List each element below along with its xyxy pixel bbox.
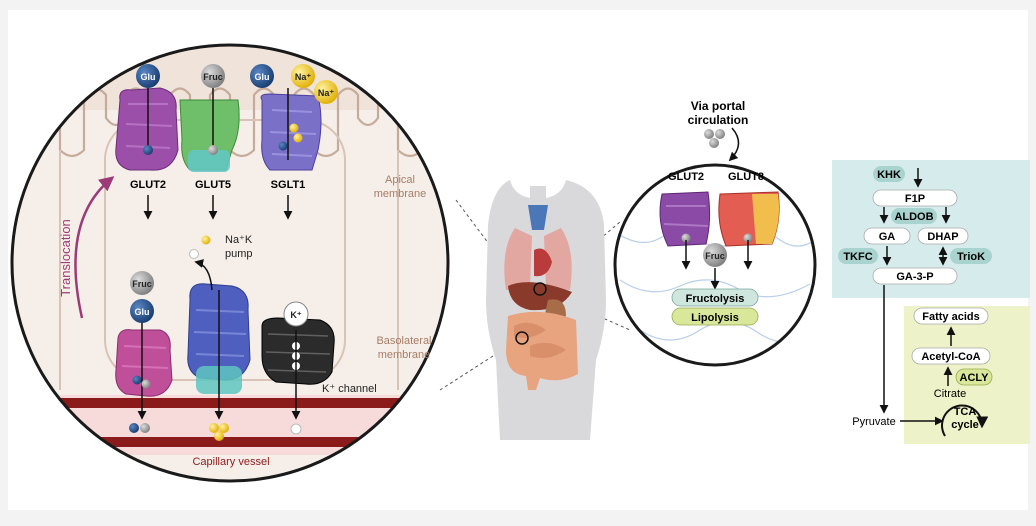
- sglt1-label: SGLT1: [271, 179, 306, 191]
- svg-text:Lipolysis: Lipolysis: [691, 312, 739, 324]
- fruc-molecule-1: Fruc: [201, 64, 225, 88]
- portal-label-1: Via portal: [691, 99, 745, 113]
- glut5-label: GLUT5: [195, 179, 231, 191]
- capillary-label: Capillary vessel: [192, 456, 269, 468]
- fatty-acids-node: Fatty acids: [913, 307, 989, 325]
- svg-text:K⁺: K⁺: [290, 310, 301, 320]
- blood-na-dot-1: [209, 423, 219, 433]
- glut2-apical-transporter: GLUT2: [115, 87, 179, 220]
- svg-text:Fructolysis: Fructolysis: [686, 293, 745, 305]
- human-body: [486, 180, 606, 440]
- svg-text:TKFC: TKFC: [843, 251, 872, 263]
- svg-text:KHK: KHK: [877, 169, 901, 181]
- fructolysis-pathway-panel: KHK F1P ALDOB GA DHAP TKFC TrioK: [832, 160, 1030, 414]
- liver-fruc-molecule: Fruc: [703, 243, 727, 267]
- svg-text:Glu: Glu: [135, 307, 150, 317]
- liver-glut8-label: GLUT8: [728, 171, 764, 183]
- na-molecule-2: Na⁺: [314, 80, 338, 104]
- triok-enzyme: TrioK: [950, 248, 992, 264]
- apical-label-1: Apical: [385, 174, 415, 186]
- na-k-pump: [187, 259, 251, 420]
- svg-text:F1P: F1P: [905, 193, 925, 205]
- pump-k-dot: [189, 249, 199, 259]
- pump-na-dot: [201, 235, 211, 245]
- acly-enzyme: ACLY: [955, 368, 993, 386]
- portal-arrow: [728, 127, 740, 162]
- blood-fruc-dot: [140, 423, 150, 433]
- glut5-transporter: GLUT5: [179, 88, 240, 220]
- basolateral-label-1: Basolateral: [376, 335, 431, 347]
- ga3p-node: GA-3-P: [872, 267, 958, 285]
- blood-k-dot: [290, 423, 302, 435]
- sglt1-transporter: SGLT1: [260, 88, 322, 220]
- right-lung: [544, 228, 572, 290]
- capillary-wall-bottom: [12, 437, 448, 447]
- svg-text:Na⁺: Na⁺: [295, 72, 312, 82]
- pump-label-1: Na⁺K: [225, 234, 253, 246]
- fructolysis-pill: Fructolysis: [671, 288, 759, 307]
- pump-label-2: pump: [225, 248, 253, 260]
- portal-label-2: circulation: [688, 113, 749, 127]
- glut2-basolateral-transporter: [115, 320, 173, 420]
- translocation-arrow: [74, 176, 115, 319]
- aldob-enzyme: ALDOB: [891, 208, 937, 224]
- svg-text:ALDOB: ALDOB: [894, 211, 933, 223]
- lipolysis-pill: Lipolysis: [671, 307, 759, 326]
- glut2-label: GLUT2: [130, 179, 166, 191]
- svg-text:Fruc: Fruc: [132, 279, 152, 289]
- liver-glut2-transporter: [659, 191, 711, 270]
- lipogenesis-panel: Fatty acids Acetyl-CoA ACLY Citrate TCA …: [904, 306, 1030, 444]
- svg-text:Glu: Glu: [141, 72, 156, 82]
- svg-text:cycle: cycle: [951, 419, 979, 431]
- liver-glut8-transporter: [718, 191, 780, 270]
- fruc-molecule-2: Fruc: [130, 271, 154, 295]
- citrate-label: Citrate: [934, 388, 966, 400]
- glu-molecule-2: Glu: [250, 64, 274, 88]
- svg-text:Na⁺: Na⁺: [318, 88, 335, 98]
- glu-molecule-1: Glu: [136, 64, 160, 88]
- basolateral-label-2: membrane: [378, 349, 431, 361]
- svg-text:Fruc: Fruc: [203, 72, 223, 82]
- hepatocyte-panel: GLUT2 GLUT8 Fruc Fructolysis Lipolysis: [613, 163, 817, 367]
- liver-glut2-label: GLUT2: [668, 171, 704, 183]
- portal-molecules: [704, 129, 725, 148]
- hepatocyte-circle-border: [613, 163, 817, 367]
- pyruvate-label: Pyruvate: [852, 416, 895, 428]
- k-channel: [261, 317, 335, 420]
- svg-text:Fatty acids: Fatty acids: [922, 311, 979, 323]
- k-channel-label: K⁺ channel: [322, 383, 377, 395]
- k-ion: K⁺: [283, 301, 309, 327]
- liver-focus-marker: [533, 282, 547, 296]
- f1p-node: F1P: [872, 189, 958, 207]
- blood-na-dot-2: [219, 423, 229, 433]
- svg-text:GA-3-P: GA-3-P: [896, 271, 933, 283]
- svg-text:TrioK: TrioK: [957, 251, 985, 263]
- glu-molecule-3: Glu: [130, 299, 154, 323]
- left-lung: [504, 228, 532, 290]
- svg-text:Glu: Glu: [255, 72, 270, 82]
- enterocyte-circle-border: [10, 43, 450, 483]
- intestine-focus-marker: [515, 331, 529, 345]
- khk-enzyme: KHK: [873, 166, 905, 182]
- apical-label-2: membrane: [374, 188, 427, 200]
- blood-glu-dot: [129, 423, 139, 433]
- svg-text:ACLY: ACLY: [960, 372, 990, 384]
- blood-na-dot-3: [214, 431, 224, 441]
- ga-node: GA: [863, 227, 911, 245]
- acetyl-coa-node: Acetyl-CoA: [911, 347, 991, 365]
- svg-text:GA: GA: [879, 231, 896, 243]
- svg-text:TCA: TCA: [954, 406, 977, 418]
- heart: [534, 248, 552, 277]
- tkfc-enzyme: TKFC: [838, 248, 878, 264]
- svg-text:Acetyl-CoA: Acetyl-CoA: [921, 351, 980, 363]
- svg-text:DHAP: DHAP: [927, 231, 958, 243]
- svg-text:Fruc: Fruc: [705, 251, 725, 261]
- na-molecule-1: Na⁺: [291, 64, 315, 88]
- tca-cycle: TCA cycle: [941, 404, 989, 437]
- capillary-wall-top: [12, 398, 448, 408]
- translocation-label: Translocation: [58, 219, 73, 297]
- dhap-node: DHAP: [917, 227, 969, 245]
- connector-right-bottom: [543, 291, 631, 331]
